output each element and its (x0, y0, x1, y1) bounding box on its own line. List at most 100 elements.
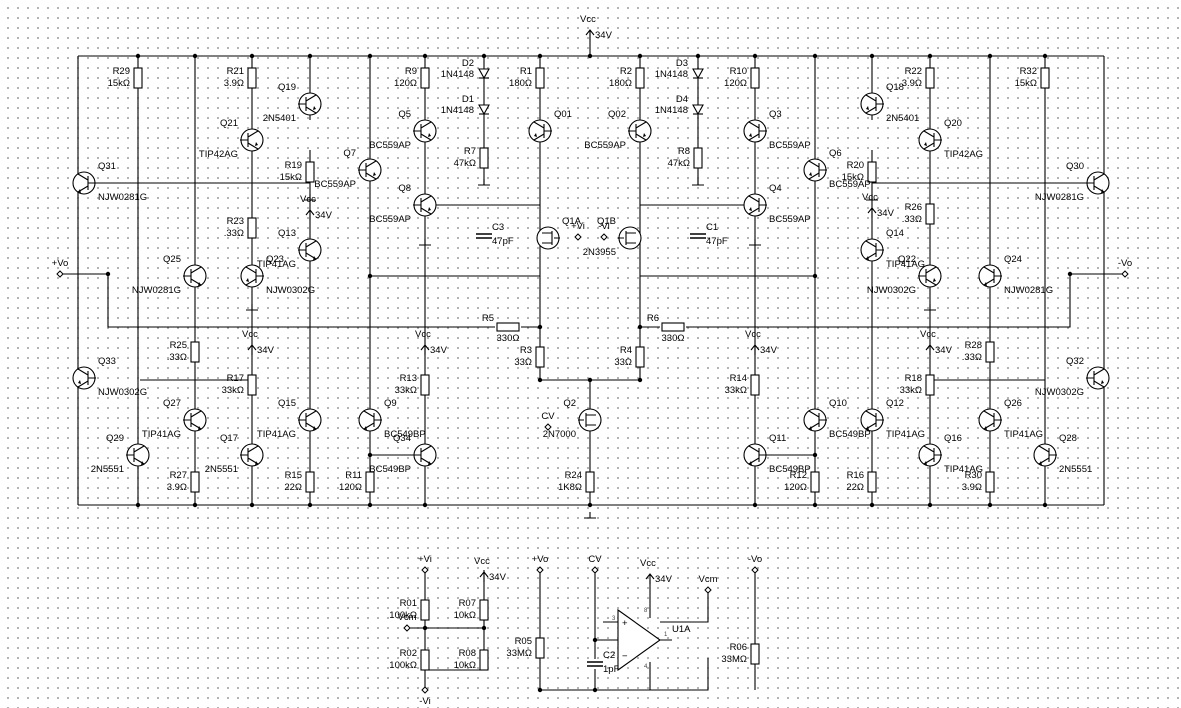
port-cv-label: CV (541, 411, 555, 422)
resistor-r28: R28.33Ω (962, 340, 995, 363)
capacitor-ref: C3 (492, 222, 504, 233)
transistor-ref: Q31 (98, 161, 116, 172)
vcc-value: 34V (760, 345, 778, 356)
resistor-value: 1K8Ω (558, 482, 582, 493)
opamp-pin: 8 (644, 608, 648, 614)
resistor-value: 120Ω (724, 78, 747, 89)
port-vcm-aux-label: Vcm (699, 574, 718, 585)
transistor-part: TIP41AG (257, 259, 296, 270)
port-neg-out: -Vo (1118, 258, 1132, 278)
opamp-minus: − (622, 651, 628, 662)
transistor-part: TIP42AG (944, 149, 983, 160)
resistor-value: .33Ω (167, 352, 187, 363)
junction-dot (422, 502, 428, 508)
transistor-part: TIP41AG (886, 429, 925, 440)
opamp-plus: + (622, 618, 628, 629)
transistor-ref: Q26 (1004, 398, 1022, 409)
junction-dot (987, 502, 993, 508)
vcc-label: Vcc (415, 329, 431, 340)
resistor-value: 3.9Ω (962, 482, 982, 493)
junction-dot (1067, 271, 1073, 277)
junction-dot (752, 502, 758, 508)
transistor-ref: Q32 (1066, 356, 1084, 367)
transistor-ref: Q4 (769, 183, 782, 194)
resistor-value: 15kΩ (842, 172, 864, 183)
vcc-value: 34V (315, 210, 333, 221)
transistors: Q31NJW0281GQ192N5401Q21TIP42AGQ5BC559APQ… (72, 82, 1110, 475)
ground-icon (246, 304, 258, 311)
diode-ref: D2 (462, 58, 474, 69)
transistor-ref: Q7 (343, 148, 356, 159)
capacitor-ref: C2 (603, 650, 615, 661)
port-vcm-label: Vcm (398, 612, 417, 623)
transistor-ref: Q33 (98, 356, 116, 367)
resistor-ref: R6 (647, 313, 659, 324)
resistor-ref: R24 (565, 470, 582, 481)
transistor-ref: Q34 (393, 433, 411, 444)
transistor-ref: Q24 (1004, 254, 1022, 265)
transistor-part: BC559AP (584, 140, 626, 151)
resistor-value: 33kΩ (222, 385, 244, 396)
transistor-part: 2N5551 (91, 464, 124, 475)
resistor-ref: R3 (520, 345, 532, 356)
capacitor-ref: C1 (706, 222, 718, 233)
junction-dot (587, 377, 593, 383)
transistor-part: 2N5551 (1059, 464, 1092, 475)
transistor-part: 2N5401 (886, 113, 919, 124)
vcc-label: Vcc (745, 329, 761, 340)
junction-dot (869, 53, 875, 59)
junction-dot (1042, 502, 1048, 508)
resistor-value: 15kΩ (1015, 78, 1037, 89)
junction-dot (192, 502, 198, 508)
resistor-ref: R9 (405, 66, 417, 77)
resistor-ref: R15 (285, 470, 302, 481)
transistor-part: NJW0281G (1035, 192, 1084, 203)
ground-icon (584, 512, 596, 519)
transistor-ref: Q6 (829, 148, 842, 159)
transistor-part: 2N5551 (205, 464, 238, 475)
resistor-ref: R18 (905, 373, 922, 384)
vcc-value: 34V (489, 572, 507, 583)
junction-dot (812, 53, 818, 59)
resistor-ref: R01 (400, 598, 417, 609)
port-pos-in-aux: +Vi (418, 554, 432, 574)
transistor-ref: Q12 (886, 398, 904, 409)
port-cv-aux: CV (588, 554, 602, 574)
junction-dot (812, 273, 818, 279)
transistor-part: BC549BP (369, 464, 411, 475)
resistor-value: 47kΩ (668, 158, 690, 169)
ground-icon (866, 194, 878, 201)
